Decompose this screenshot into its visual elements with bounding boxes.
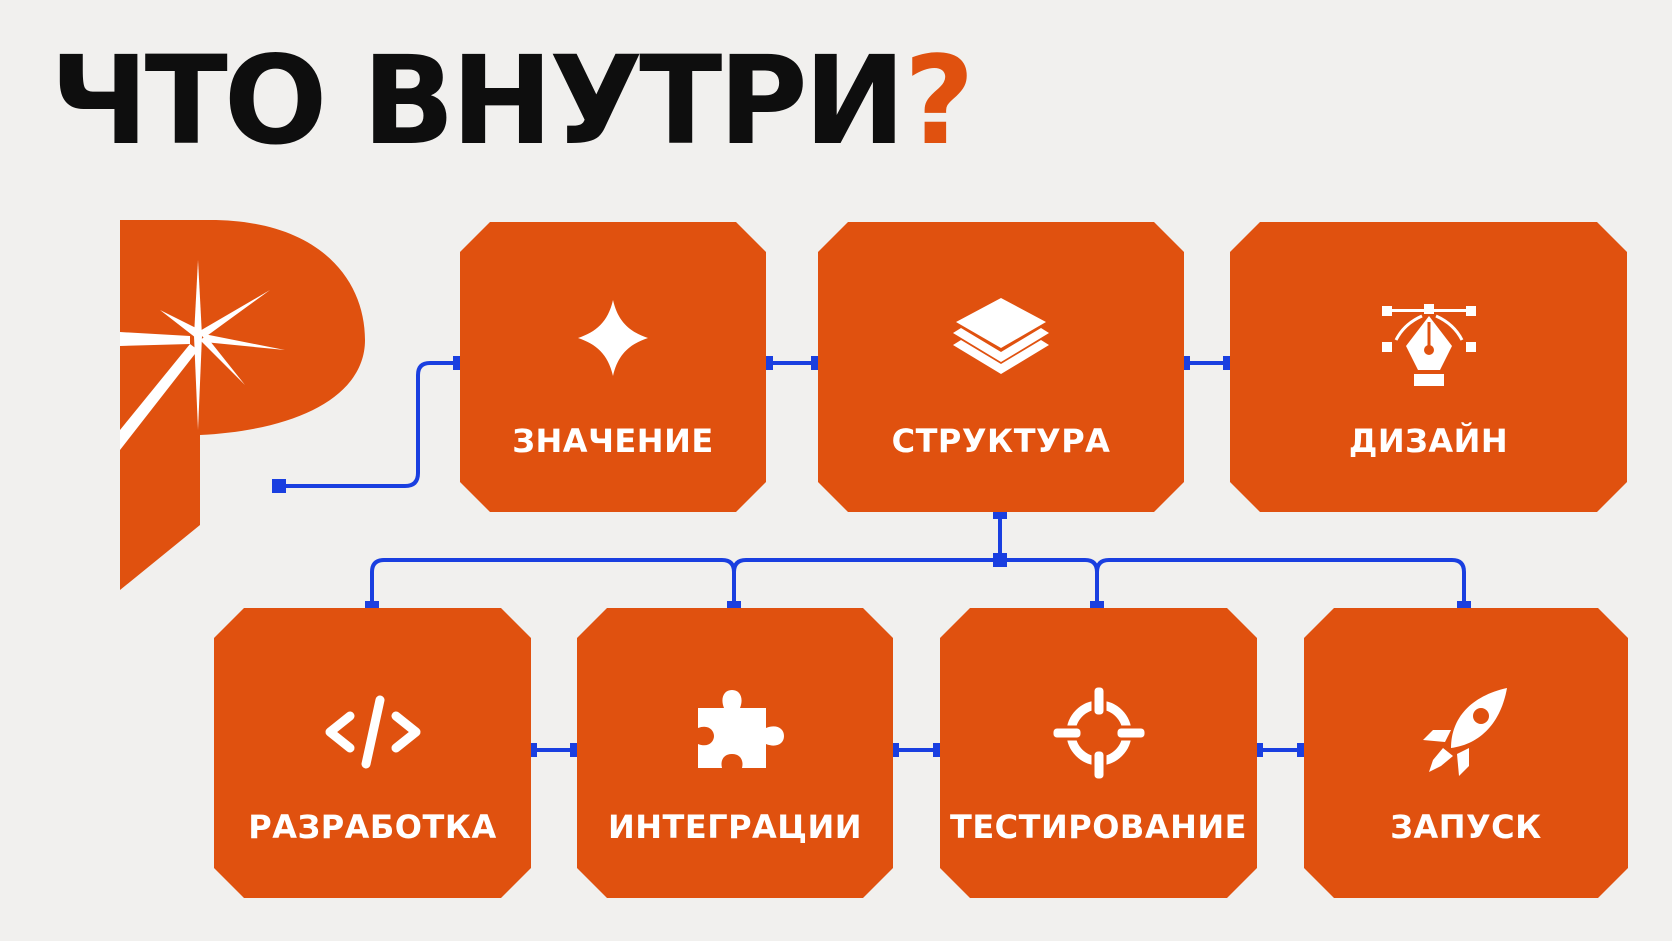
step-label: ЗНАЧЕНИЕ bbox=[512, 422, 714, 460]
pen-tool-icon bbox=[1374, 292, 1484, 402]
puzzle-icon bbox=[680, 678, 790, 788]
step-card-struktura: СТРУКТУРА bbox=[818, 222, 1184, 512]
question-mark: ? bbox=[903, 30, 975, 172]
step-label: СТРУКТУРА bbox=[891, 422, 1111, 460]
step-card-zapusk: ЗАПУСК bbox=[1304, 608, 1628, 898]
step-label: ИНТЕГРАЦИИ bbox=[607, 808, 863, 846]
step-label: ЗАПУСК bbox=[1390, 808, 1542, 846]
step-card-razrabotka: РАЗРАБОТКА bbox=[214, 608, 531, 898]
title-text: ЧТО ВНУТРИ bbox=[50, 30, 906, 172]
layers-icon bbox=[946, 292, 1056, 402]
target-icon bbox=[1044, 678, 1154, 788]
logo-icon bbox=[120, 220, 365, 590]
step-label: РАЗРАБОТКА bbox=[248, 808, 497, 846]
step-card-testirovanie: ТЕСТИРОВАНИЕ bbox=[940, 608, 1257, 898]
step-card-integratsii: ИНТЕГРАЦИИ bbox=[577, 608, 893, 898]
step-label: ТЕСТИРОВАНИЕ bbox=[949, 808, 1247, 846]
code-icon bbox=[318, 678, 428, 788]
page-title: ЧТО ВНУТРИ? bbox=[50, 40, 975, 162]
step-card-dizain: ДИЗАЙН bbox=[1230, 222, 1627, 512]
rocket-icon bbox=[1411, 678, 1521, 788]
step-label: ДИЗАЙН bbox=[1348, 422, 1509, 460]
step-card-znachenie: ЗНАЧЕНИЕ bbox=[460, 222, 766, 512]
sparkle-icon bbox=[558, 292, 668, 402]
